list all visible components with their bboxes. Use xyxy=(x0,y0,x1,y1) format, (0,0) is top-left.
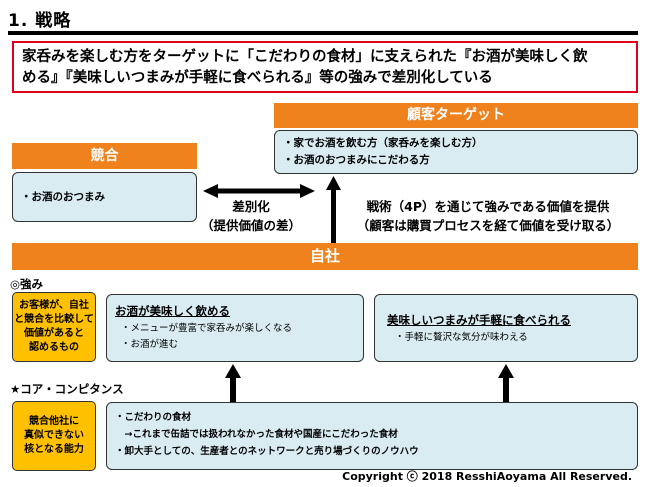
differentiation-line-1: 差別化 xyxy=(232,199,270,214)
target-header: 顧客ターゲット xyxy=(274,103,638,128)
strategy-text: 戦術（4P）を通じて強みである価値を提供 （顧客は購買プロセスを経て価値を受け取… xyxy=(340,197,636,235)
core-to-strength-1-arrow xyxy=(225,364,241,402)
target-item-1: ・家でお酒を飲む方（家呑みを楽しむ方） xyxy=(283,137,483,149)
strategy-text-line-2: （顧客は購買プロセスを経て価値を受け取る） xyxy=(356,218,620,233)
strategy-statement: 家呑みを楽しむ方をターゲットに「こだわりの食材」に支えられた『お酒が美味しく飲 … xyxy=(12,41,638,93)
differentiation-arrow xyxy=(203,184,315,198)
strength-1-item-1: ・メニューが豊富で家呑みが楽しくなる xyxy=(121,323,293,334)
statement-line-1: 家呑みを楽しむ方をターゲットに「こだわりの食材」に支えられた『お酒が美味しく飲 xyxy=(22,49,588,65)
target-box: ・家でお酒を飲む方（家呑みを楽しむ方） ・お酒のおつまみにこだわる方 xyxy=(274,130,638,174)
competition-item: ・お酒のおつまみ xyxy=(21,191,105,203)
strength-box-2: 美味しいつまみが手軽に食べられる ・手軽に贅沢な気分が味わえる xyxy=(374,294,638,362)
core-to-strength-2-arrow xyxy=(498,364,514,402)
core-note-line-1: 競合他社に xyxy=(29,416,79,427)
statement-line-2: める』『美味しいつまみが手軽に食べられる』等の強みで差別化している xyxy=(22,70,493,86)
title-underline xyxy=(8,31,638,35)
core-note: 競合他社に 真似できない 核となる能力 xyxy=(12,401,96,471)
core-box: ・こだわりの食材 →これまで缶詰では扱われなかった食材や国産にこだわった食材 ・… xyxy=(106,402,638,470)
target-item-2: ・お酒のおつまみにこだわる方 xyxy=(283,154,430,166)
strategy-arrow-up xyxy=(326,176,341,243)
page-title: 1. 戦略 xyxy=(8,11,72,31)
strength-box-1: お酒が美味しく飲める ・メニューが豊富で家呑みが楽しくなる ・お酒が進む xyxy=(106,294,364,362)
strengths-note-line-4: 認めるもの xyxy=(28,342,79,353)
strength-2-heading: 美味しいつまみが手軽に食べられる xyxy=(387,313,571,327)
company-header: 自社 xyxy=(12,243,638,270)
core-item-3: ・卸大手としての、生産者とのネットワークと売り場づくりのノウハウ xyxy=(115,446,419,457)
strengths-label: ◎強み xyxy=(10,277,44,291)
strengths-note-line-1: お客様が、自社 xyxy=(19,300,89,311)
strength-1-item-2: ・お酒が進む xyxy=(121,339,179,350)
competition-header: 競合 xyxy=(12,143,197,169)
core-item-2: →これまで缶詰では扱われなかった食材や国産にこだわった食材 xyxy=(115,429,398,440)
strength-1-heading: お酒が美味しく飲める xyxy=(115,304,230,318)
core-item-1: ・こだわりの食材 xyxy=(115,412,192,423)
differentiation-line-2: （提供価値の差） xyxy=(200,218,301,233)
core-label: ★コア・コンピタンス xyxy=(10,382,124,396)
core-note-line-2: 真似できない xyxy=(24,430,84,441)
strategy-text-line-1: 戦術（4P）を通じて強みである価値を提供 xyxy=(366,199,610,214)
strengths-note: お客様が、自社 と競合を比較して 価値があると 認めるもの xyxy=(12,292,96,362)
strength-2-item-1: ・手軽に贅沢な気分が味わえる xyxy=(395,332,528,343)
strengths-note-line-2: と競合を比較して xyxy=(14,314,94,325)
differentiation-label: 差別化 （提供価値の差） xyxy=(196,197,306,235)
core-note-line-3: 核となる能力 xyxy=(24,444,84,455)
copyright: Copyright ⓒ 2018 ResshiAoyama All Reserv… xyxy=(342,470,632,483)
competition-box: ・お酒のおつまみ xyxy=(12,172,197,222)
strengths-note-line-3: 価値があると xyxy=(23,328,84,339)
